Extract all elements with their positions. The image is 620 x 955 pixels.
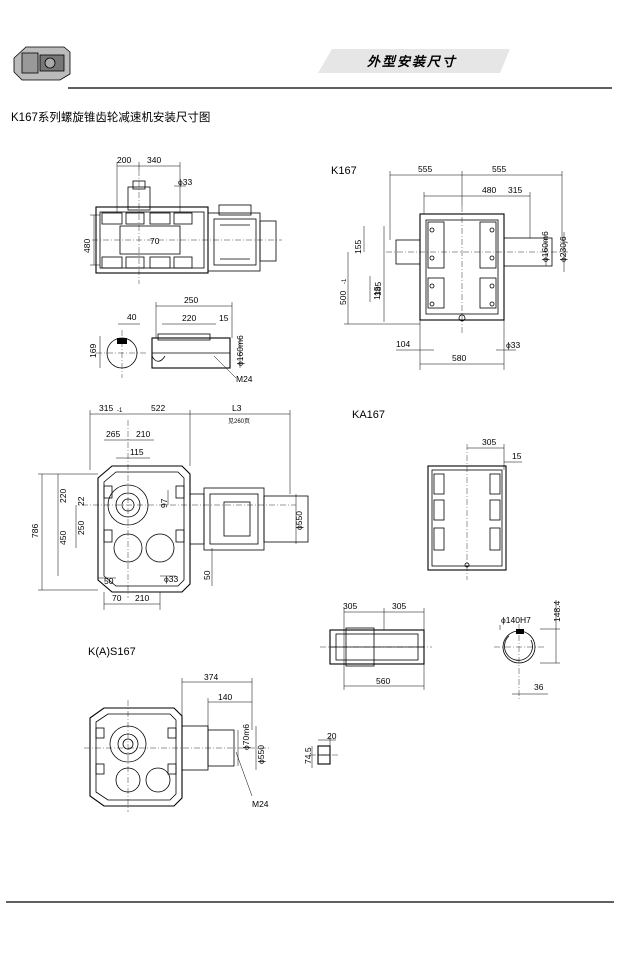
k167-side-view: K167 555 555 480 315 ϕ160m6 ϕ230j6 155	[331, 164, 570, 370]
view-label-k167: K167	[331, 165, 357, 177]
dim-36: 36	[534, 682, 544, 692]
dim-70: 70	[150, 236, 160, 246]
ka-shaft-view: 305 305 560	[320, 601, 432, 690]
dim-97: 97	[159, 498, 169, 508]
view-label-kas167: K(A)S167	[88, 646, 136, 658]
dim-l3: L3	[232, 403, 242, 413]
dim-265: 265	[106, 429, 120, 439]
dim-315-tol: -1	[117, 408, 123, 414]
dim-m24: M24	[236, 374, 253, 384]
dim-500: 500	[338, 291, 348, 305]
dim-115-front: 115	[130, 447, 144, 457]
dim-450: 450	[58, 531, 68, 545]
dim-555a: 555	[418, 164, 432, 174]
dim-305a-ka: 305	[343, 601, 357, 611]
dim-500-tol: -1	[342, 278, 348, 284]
dim-560: 560	[376, 676, 390, 686]
dim-74: 74.5	[303, 747, 313, 764]
dim-140: 140	[218, 692, 232, 702]
dim-phi140h7: ϕ140H7	[501, 615, 531, 625]
dim-104: 104	[396, 339, 410, 349]
dim-20: 20	[327, 731, 337, 741]
dim-l3-note: 见260页	[228, 418, 250, 425]
dim-22: 22	[76, 496, 86, 506]
dim-250: 250	[184, 295, 198, 305]
front-view: 315 -1 522 L3 见260页 265 210 115 786 220 …	[30, 403, 309, 610]
dim-220-front: 220	[58, 489, 68, 503]
dim-phi33: ϕ33	[178, 177, 192, 187]
dim-50b: 50	[202, 570, 212, 580]
dim-155: 155	[353, 240, 363, 254]
dim-70-front: 70	[112, 593, 122, 603]
view-label-ka167: KA167	[352, 409, 385, 421]
shaft-detail-view: 169 40 250 220 15 ϕ160m6 M24	[88, 295, 253, 384]
key-detail-view: 20 74.5	[303, 731, 338, 768]
header-logo	[13, 46, 71, 81]
dim-phi160m6-side: ϕ160m6	[540, 231, 550, 262]
page-title: K167系列螺旋锥齿轮减速机安装尺寸图	[11, 110, 210, 124]
header-badge: 外型安装尺寸	[318, 49, 510, 73]
dim-480-side: 480	[482, 185, 496, 195]
header-badge-text: 外型安装尺寸	[366, 54, 457, 69]
dim-115-vis: 115	[372, 286, 382, 300]
dim-315-side: 315	[508, 185, 522, 195]
dim-385: 385	[373, 282, 383, 296]
dim-340: 340	[147, 155, 161, 165]
dim-phi33-side: ϕ33	[506, 340, 520, 350]
dim-305b-ka: 305	[392, 601, 406, 611]
dim-50a: 50	[104, 576, 114, 586]
bore-section-view: ϕ140H7 148.4 36	[494, 600, 562, 700]
dim-220: 220	[182, 313, 196, 323]
ka167-view: KA167 305 15	[352, 409, 522, 580]
dim-480: 480	[82, 239, 92, 253]
dim-phi70m6: ϕ70m6	[241, 724, 251, 750]
dim-40: 40	[127, 312, 137, 322]
k167-plan-view: 200 340 ϕ33 480 70	[82, 155, 282, 284]
dim-15: 15	[219, 313, 229, 323]
dim-169: 169	[88, 344, 98, 358]
dim-305-ka: 305	[482, 437, 496, 447]
dim-phi230j6: ϕ230j6	[558, 236, 568, 262]
dim-580: 580	[452, 353, 466, 363]
dim-m24-s: M24	[252, 799, 269, 809]
dim-315-front: 315	[99, 403, 113, 413]
kas167-view: K(A)S167 374 140 ϕ70m6 ϕ550 M24	[84, 646, 270, 812]
dim-15-ka: 15	[512, 451, 522, 461]
dim-210a: 210	[136, 429, 150, 439]
dim-522: 522	[151, 403, 165, 413]
dim-210b: 210	[135, 593, 149, 603]
dim-148: 148.4	[552, 600, 562, 622]
dim-phi33-front: ϕ33	[164, 574, 178, 584]
dim-phi550-s: ϕ550	[256, 745, 266, 764]
dim-250-front: 250	[76, 521, 86, 535]
dim-200: 200	[117, 155, 131, 165]
dim-phi550: ϕ550	[294, 511, 304, 530]
dim-374: 374	[204, 672, 218, 682]
dim-phi160m6: ϕ160m6	[235, 335, 245, 366]
dim-555b: 555	[492, 164, 506, 174]
dim-786: 786	[30, 524, 40, 538]
